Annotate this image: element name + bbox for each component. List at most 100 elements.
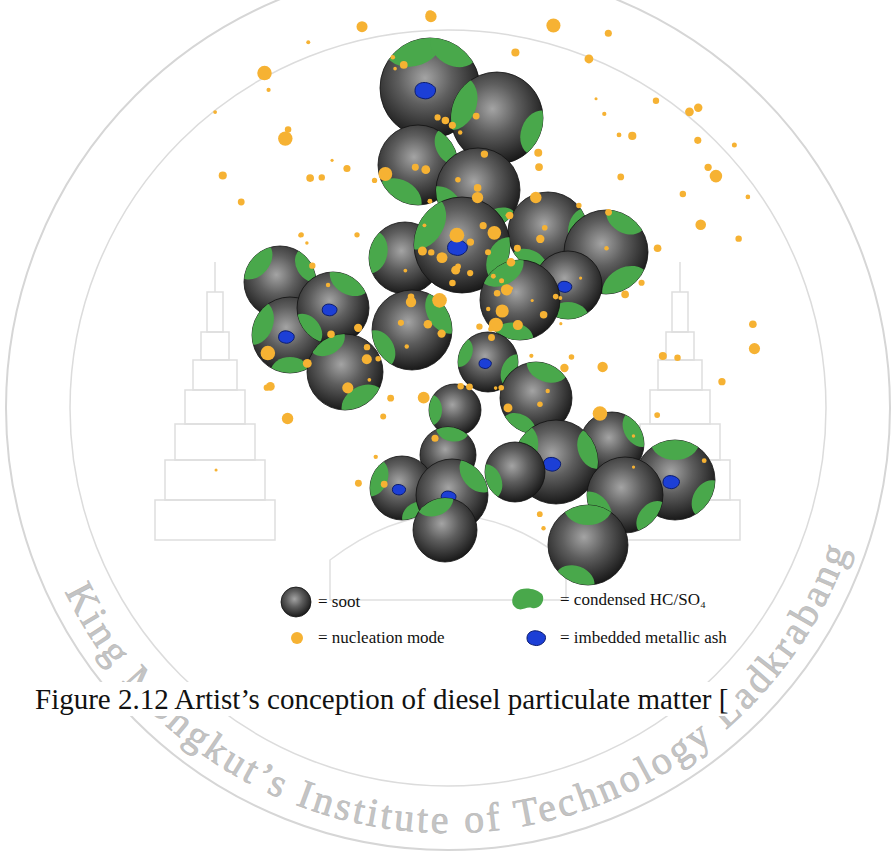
soot-agglomerate [228,12,731,601]
nucleation-dot [694,104,702,112]
nucleation-dot [437,329,445,337]
nucleation-dot [486,307,490,311]
nucleation-dot [449,122,456,129]
legend-text: = nucleation mode [318,628,445,648]
nucleation-dot [309,262,315,268]
nucleation-dot [514,245,521,252]
nucleation-dot [306,40,310,44]
nucleation-dot [534,194,540,200]
nucleation-dot [354,324,362,332]
nucleation-dot [617,133,622,138]
nucleation-dot [472,192,483,203]
soot-sphere [285,254,377,353]
nucleation-dot [654,412,660,418]
nucleation-dot [513,320,523,330]
nucleation-dot [560,364,568,372]
soot-icon [281,587,311,617]
nucleation-dot [367,378,371,382]
nucleation-dot [306,174,314,182]
nucleation-dot [342,382,353,393]
nucleation-dot [491,274,496,279]
nucleation-dot [680,191,686,197]
soot-sphere [548,489,628,601]
nucleation-dot [387,395,394,402]
condensed-hc-patch [303,319,350,362]
nucleation-dot [537,511,543,517]
nucleation-dot [257,66,272,81]
condensed-hc-patch [564,489,612,525]
nucleation-dot [432,435,439,442]
condensed-hc-icon [512,588,543,609]
nucleation-dot [476,323,482,329]
nucleation-dot [327,330,335,338]
nucleation-dot [746,195,751,200]
nucleation-dot [434,114,440,120]
nucleation-dot [364,344,370,350]
nucleation-dot [362,354,372,364]
condensed-hc-patch [369,170,429,225]
nucleation-dot [474,184,482,192]
nucleation-dot [531,299,534,302]
condensed-hc-patch [600,193,652,241]
nucleation-dot [428,249,434,255]
nucleation-dot [380,414,386,420]
nucleation-dot [659,352,667,360]
condensed-hc-patch [232,295,280,350]
nucleation-dot [540,311,548,319]
nucleation-dot [576,203,581,208]
nucleation-dot [406,297,416,307]
legend-text: = soot [318,592,360,612]
nucleation-dot [510,287,513,290]
metallic-ash [415,82,436,98]
nucleation-dot [467,270,473,276]
nucleation-dot [355,480,362,487]
nucleation-dot [424,320,433,329]
nucleation-dot [559,322,562,325]
nucleation-dot [449,228,464,243]
nucleation-dot [458,130,462,134]
metallic-ash [392,484,405,494]
condensed-hc-patch [446,334,477,370]
nucleation-dot [511,48,519,56]
nucleation-dot [418,392,430,404]
nucleation-dot [694,137,701,144]
condensed-hc-patch [427,70,485,136]
nucleation-dot [432,293,447,308]
condensed-hc-patch [356,324,402,373]
nucleation-dot [405,344,409,348]
nucleation-dot [542,225,548,231]
condensed-hc-patch [434,413,471,444]
seal-ring [6,0,890,850]
condensed-hc-patch [228,233,281,287]
nucleation-dot [494,290,501,297]
nucleation-dot [605,209,612,216]
nucleation-dot [702,458,707,463]
nucleation-dot [496,304,509,317]
nucleation-dot [278,131,292,145]
nucleation-dot [535,163,543,171]
nucleation-dot [261,346,276,361]
legend-text: = condensed HC/SO₄ [560,590,706,610]
nucleation-dot [602,112,606,116]
metallic-ash [279,331,295,343]
nucleation-dot [530,192,541,203]
watermark-seal: King Mongkut’s Institute of Technology L… [6,0,890,850]
condensed-hc-patch [352,228,391,276]
nucleation-dot [529,354,533,358]
nucleation-dot [732,142,737,147]
nucleation-dot [685,107,694,116]
nucleation-dot [400,61,408,69]
nucleation-dot [393,67,397,71]
nucleation-dot [442,117,450,125]
nucleation-dot [213,110,217,114]
nucleation-icon [291,632,303,644]
nucleation-dot [541,526,545,530]
legend-text: = imbedded metallic ash [560,628,727,648]
nucleation-dot [597,362,607,372]
nucleation-dot [749,343,760,354]
nucleation-dot [356,21,367,32]
nucleation-dot [455,177,461,183]
condensed-hc-patch [514,106,562,161]
condensed-hc-patch [616,405,660,453]
